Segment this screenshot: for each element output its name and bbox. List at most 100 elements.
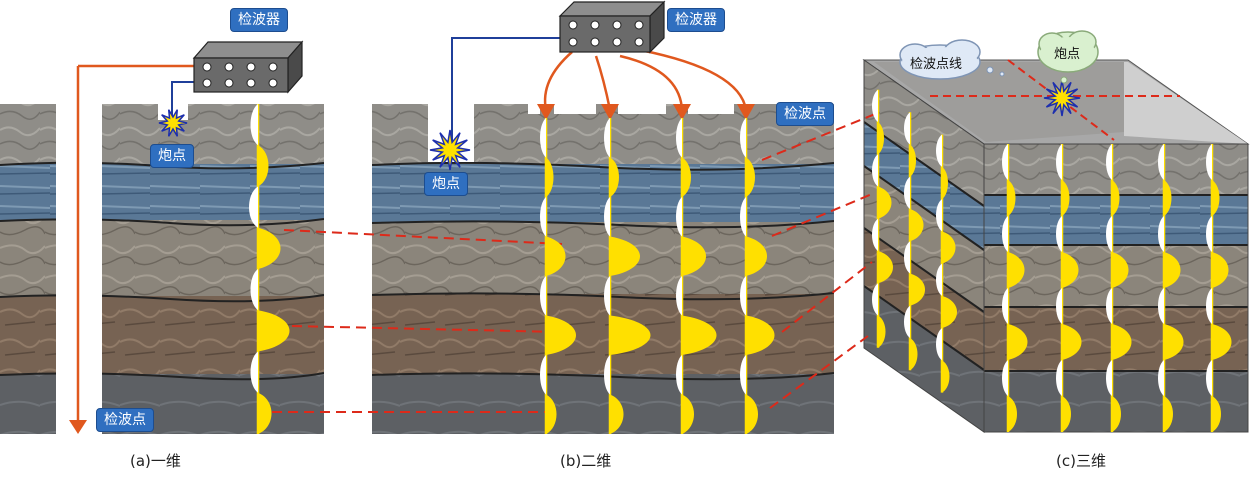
wave-lobe xyxy=(872,154,878,187)
wave-lobe xyxy=(942,231,956,264)
wave-lobe xyxy=(1106,288,1112,324)
wave-lobe xyxy=(878,186,892,219)
wave-lobe xyxy=(1206,360,1212,396)
wave-lobe xyxy=(910,144,916,177)
wave-lobe xyxy=(878,315,886,348)
receiver-socket xyxy=(612,37,622,47)
wave-lobe xyxy=(546,157,554,197)
wave-lobe xyxy=(1206,288,1212,324)
panel-c xyxy=(862,59,1250,433)
wave-lobe xyxy=(604,276,610,316)
wave-lobe xyxy=(936,134,942,167)
wave-lobe xyxy=(250,104,258,146)
wave-lobe xyxy=(740,355,746,395)
caption-b: (b)二维 xyxy=(560,452,612,470)
wave-lobe xyxy=(258,310,290,352)
wave-lobe xyxy=(249,186,258,228)
wave-lobe xyxy=(1062,324,1082,360)
wave-lobe xyxy=(676,355,682,395)
wave-lobe xyxy=(1008,324,1028,360)
wave-lobe xyxy=(540,355,546,395)
wave-lobe xyxy=(936,263,942,296)
wave-lobe xyxy=(1056,360,1062,396)
wave-lobe xyxy=(878,122,884,155)
wave-lobe xyxy=(1002,288,1008,324)
wave-lobe xyxy=(546,315,576,355)
correlation-lines xyxy=(272,111,881,413)
wave-lobe xyxy=(746,315,775,355)
wave-lobe xyxy=(1212,252,1229,288)
cloud-shot-label xyxy=(1037,30,1099,84)
wave-lobe xyxy=(546,394,557,434)
wave-lobe xyxy=(250,351,258,393)
wave-lobe xyxy=(1008,396,1017,432)
wave-lobe xyxy=(1106,144,1112,180)
caption-c: (c)三维 xyxy=(1056,452,1106,470)
wave-lobe xyxy=(604,197,610,237)
wave-lobe xyxy=(1062,396,1071,432)
wave-lobe xyxy=(872,89,878,123)
wave-lobe xyxy=(936,199,942,232)
wave-lobe xyxy=(540,276,546,316)
wave-lobe xyxy=(682,236,706,276)
wave-lobe xyxy=(610,315,651,355)
wave-lobe xyxy=(746,157,755,197)
receiver-socket xyxy=(246,78,256,88)
wave-lobe xyxy=(740,197,746,237)
shot-burst-b xyxy=(429,129,471,171)
receiver-socket xyxy=(224,62,234,72)
wave-lobe xyxy=(258,145,269,187)
receiver-socket xyxy=(568,20,578,30)
wave-lobe xyxy=(1158,144,1164,180)
wave-lobe xyxy=(740,276,746,316)
wave-lobe xyxy=(1164,396,1173,432)
wave-lobe xyxy=(1164,180,1172,216)
wave-lobe xyxy=(1212,324,1232,360)
wave-lobe xyxy=(676,197,682,237)
shot-burst-a xyxy=(158,109,188,137)
wave-lobe xyxy=(540,197,546,237)
wave-lobe xyxy=(1002,144,1008,180)
panel-a xyxy=(0,64,324,434)
wave-lobe xyxy=(942,360,950,393)
wave-lobe xyxy=(1056,216,1062,252)
receiver-socket xyxy=(268,62,278,72)
cloud-line-label xyxy=(899,39,1005,80)
wave-lobe xyxy=(1106,216,1112,252)
receiver-tag-a: 检波器 xyxy=(230,8,288,32)
receiver-socket xyxy=(224,78,234,88)
wave-lobe xyxy=(942,166,948,200)
wave-lobe xyxy=(904,112,910,145)
seismic-traces xyxy=(249,89,1232,434)
wave-lobe xyxy=(1164,324,1184,360)
panel-a-rock-layers xyxy=(0,104,324,434)
wave-lobe xyxy=(1112,396,1121,432)
wave-lobe xyxy=(1008,252,1025,288)
wave-lobe xyxy=(1056,288,1062,324)
receiver-socket xyxy=(590,20,600,30)
point-tag-b: 检波点 xyxy=(776,102,834,126)
receiver-socket xyxy=(568,37,578,47)
wave-lobe xyxy=(1158,360,1164,396)
wave-lobe xyxy=(1106,360,1112,396)
point-tag-a: 检波点 xyxy=(96,408,154,432)
wave-lobe xyxy=(1112,252,1129,288)
wave-lobe xyxy=(746,394,758,434)
wave-lobe xyxy=(910,273,925,306)
wave-lobe xyxy=(258,392,272,434)
wave-lobe xyxy=(910,337,918,371)
panel-b xyxy=(372,37,834,434)
receiver-socket xyxy=(634,37,644,47)
panel-b-rock-layers xyxy=(372,104,834,434)
wave-lobe xyxy=(1206,216,1212,252)
shot-tag-a: 炮点 xyxy=(150,144,194,168)
wave-lobe xyxy=(682,315,717,355)
shot-tag-b: 炮点 xyxy=(424,172,468,196)
wave-lobe xyxy=(1002,216,1008,252)
receiver-box-b xyxy=(558,0,666,54)
wave-lobe xyxy=(904,305,910,338)
wave-lobe xyxy=(1062,180,1070,216)
wave-lobe xyxy=(1002,360,1008,396)
wave-lobe xyxy=(1158,216,1164,252)
wave-lobe xyxy=(910,208,924,242)
